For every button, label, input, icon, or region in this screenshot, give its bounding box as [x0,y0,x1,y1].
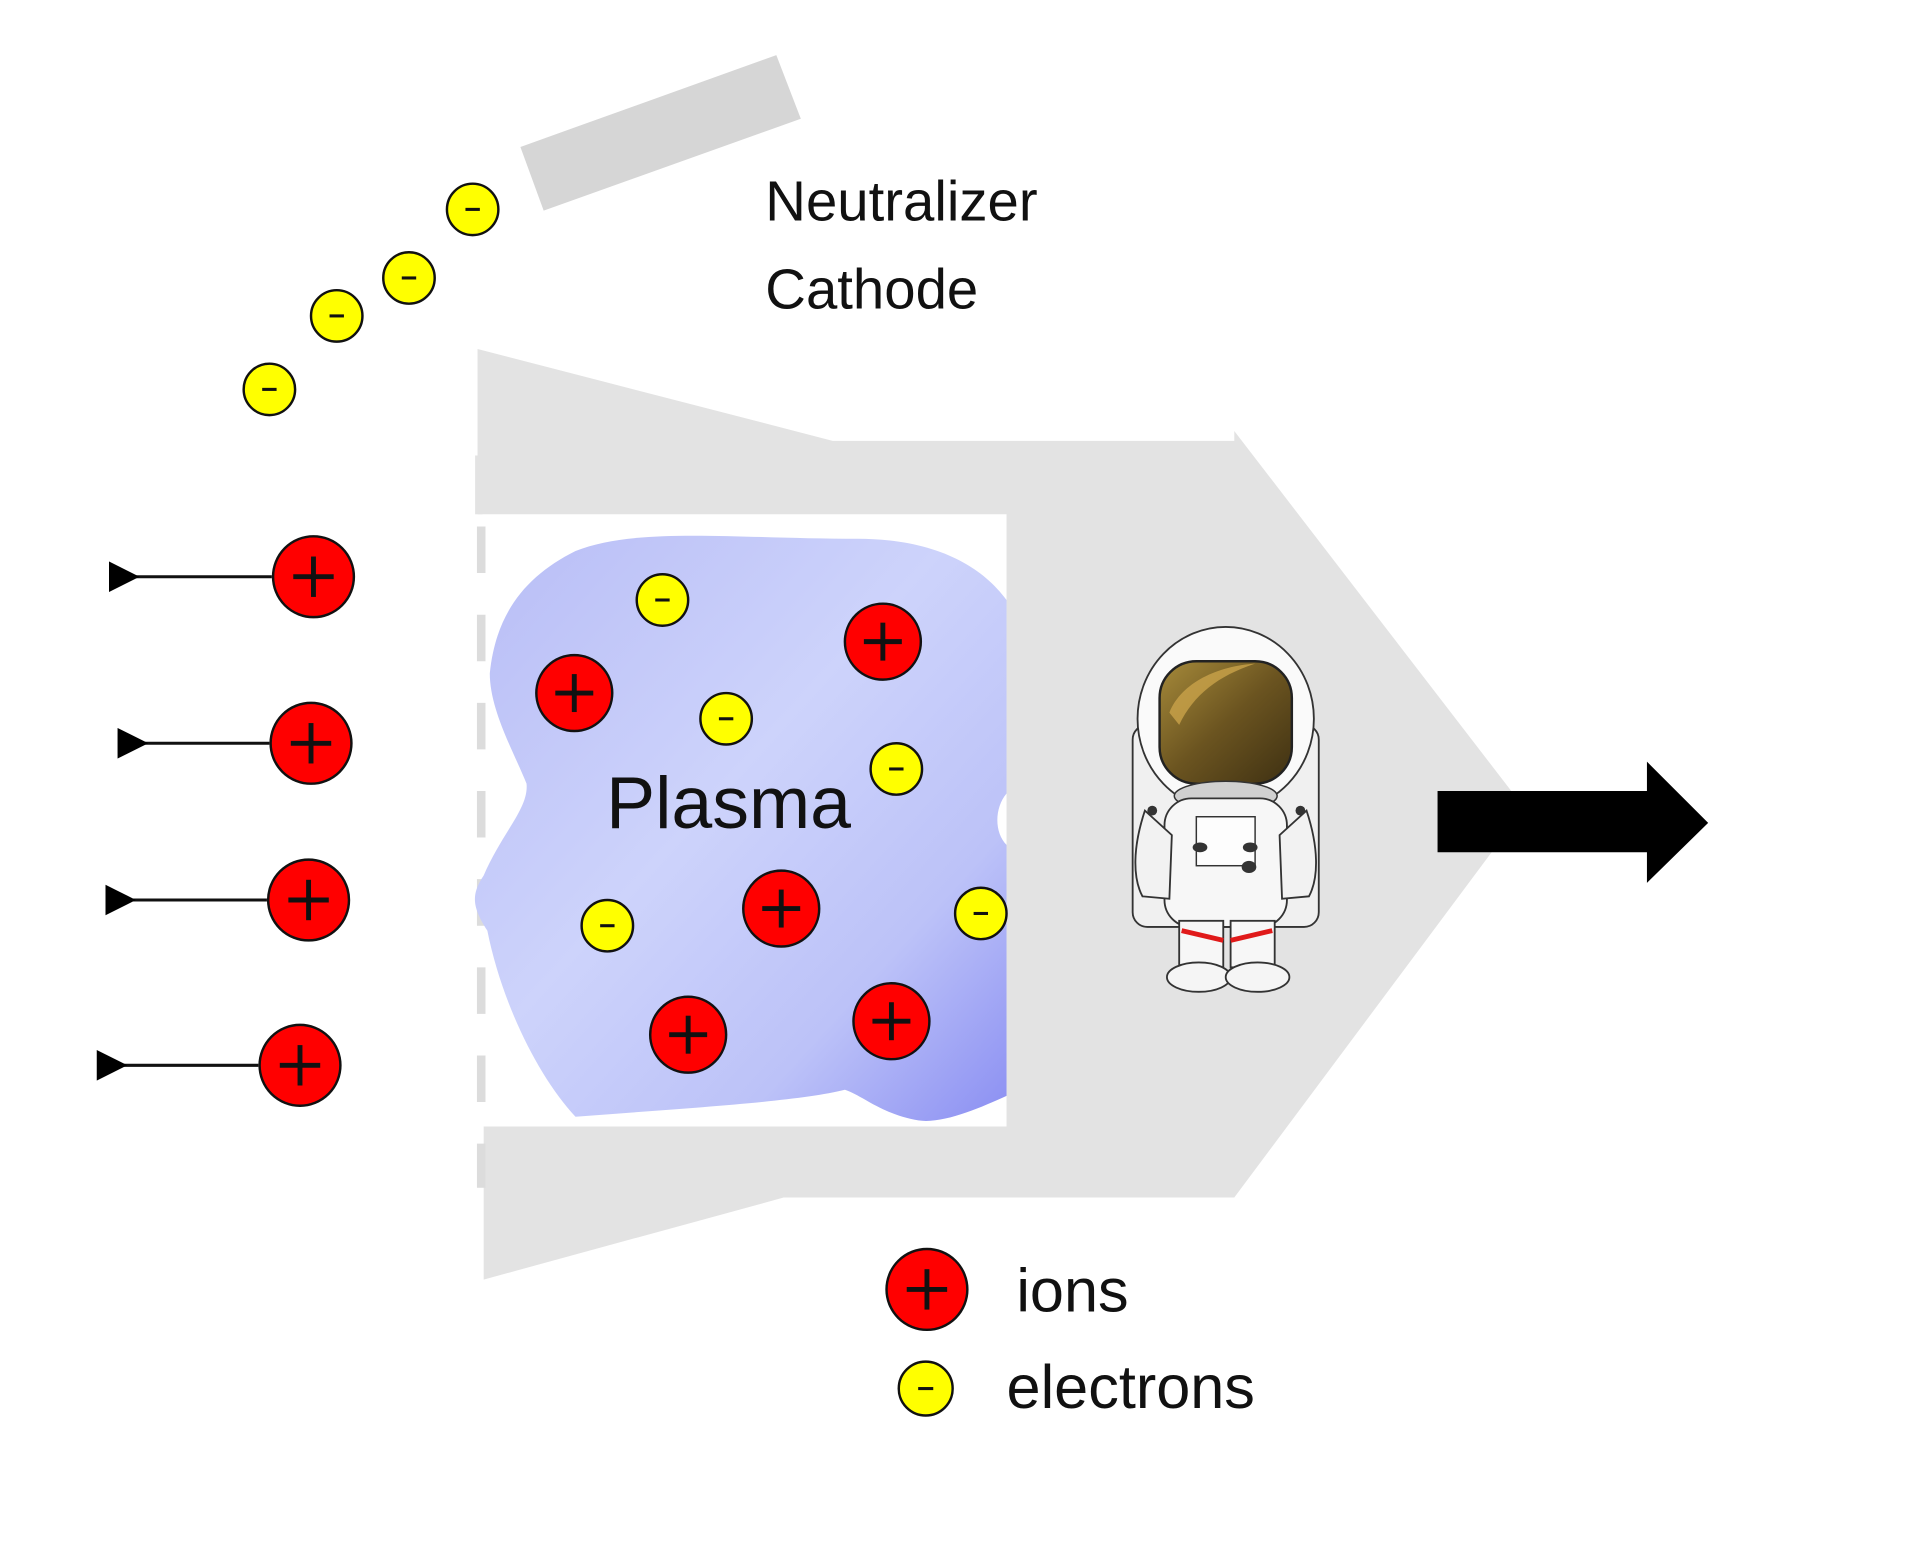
legend-electrons-label: electrons [1007,1353,1255,1421]
ion-icon [535,653,614,733]
electron-icon [699,691,754,746]
thrust-arrow-icon [1437,761,1709,883]
electron-icon [382,251,436,305]
electron-icon [242,362,297,417]
thruster-body [475,348,1525,1280]
ion-icon [742,869,821,948]
electron-icon [309,288,364,343]
neutralizer-label-line2: Cathode [765,258,978,321]
legend-ions-label: ions [1016,1256,1128,1324]
ion-icon [648,995,728,1074]
astronaut-icon [1131,626,1320,993]
plasma-label: Plasma [606,761,851,844]
legend-electron-icon [897,1360,954,1417]
neutralizer-label-line1: Neutralizer [765,169,1037,232]
electron-icon [953,886,1008,941]
electron-icon [635,573,690,627]
ion-icon [843,602,923,681]
ion-icon [271,535,356,619]
legend: ions electrons [885,1247,1255,1421]
legend-ion-icon [885,1247,969,1332]
ion-icon [266,858,351,942]
electron-icon [580,898,635,953]
ion-icon [852,982,931,1061]
neutralizer-cathode [520,55,801,211]
electron-icon [445,182,500,237]
electron-icon [869,742,924,796]
ion-icon [269,701,353,785]
ion-icon [258,1023,342,1107]
